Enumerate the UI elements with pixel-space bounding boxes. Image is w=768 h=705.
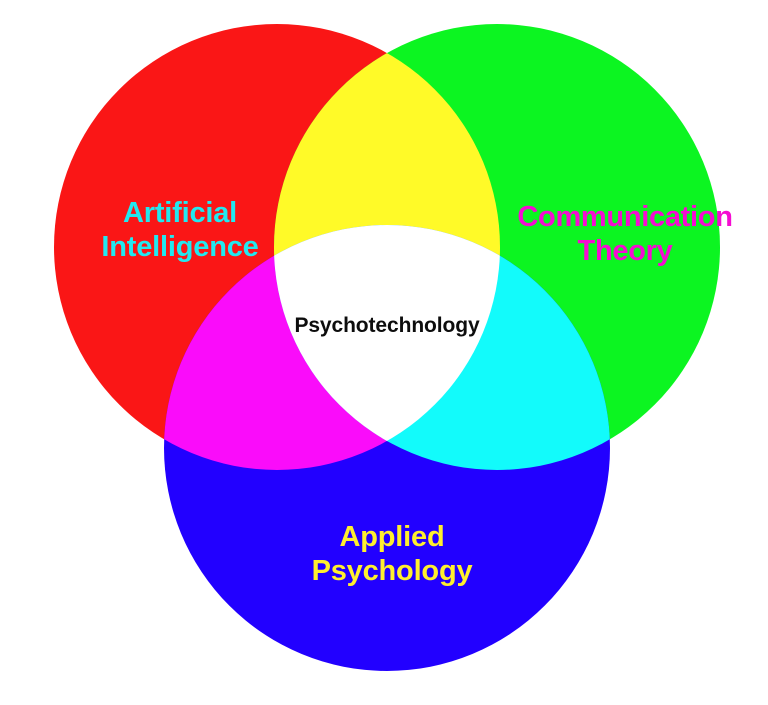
- venn-diagram: Artificial Intelligence Communication Th…: [54, 24, 733, 671]
- venn-circles-graphic: [54, 24, 720, 671]
